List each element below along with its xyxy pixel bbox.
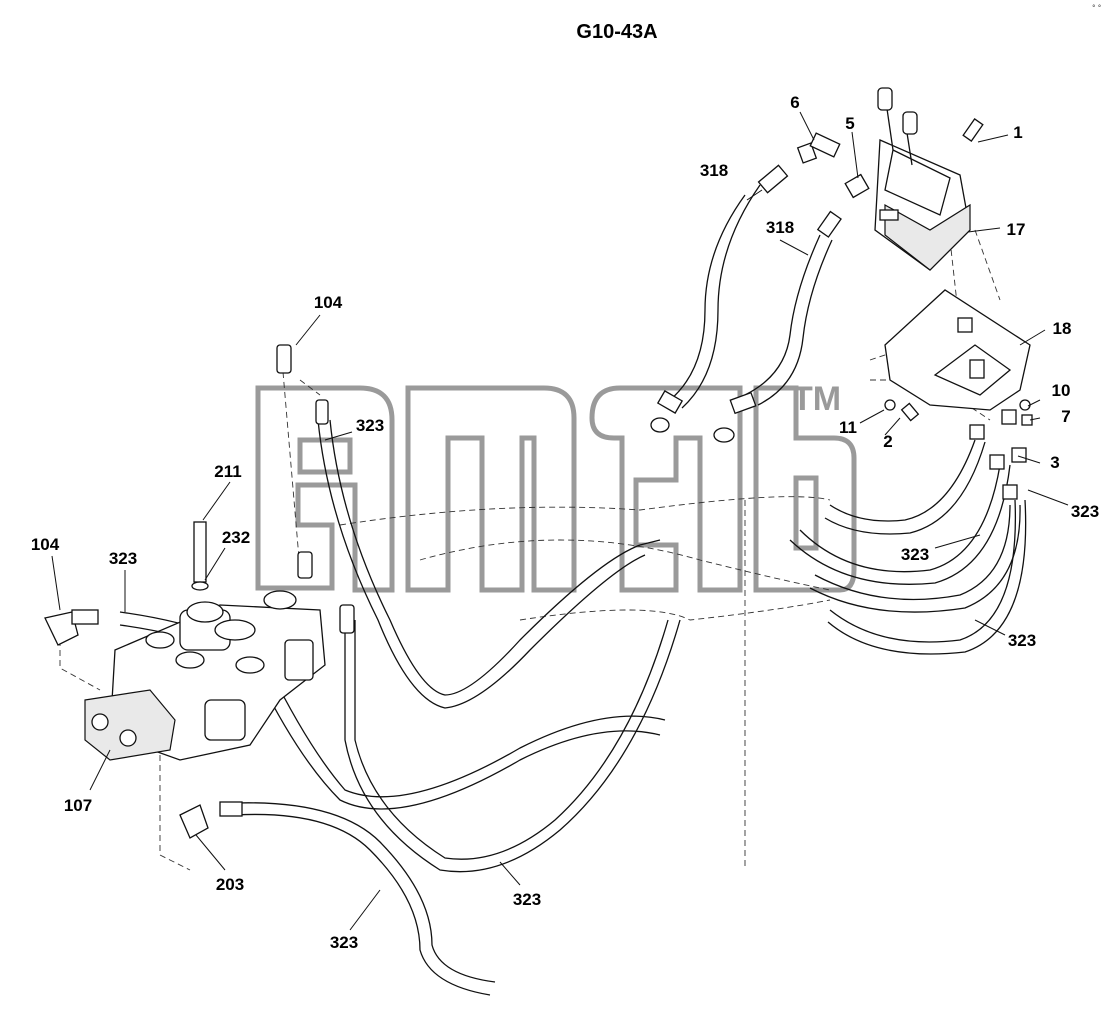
watermark-trademark: TM [792, 380, 841, 418]
fittings-lower [44, 344, 355, 839]
callout-labels: 1 6 5 318 318 17 18 10 7 3 11 2 323 323 … [31, 93, 1099, 952]
callout-107: 107 [64, 796, 92, 815]
callout-323-f: 323 [513, 890, 541, 909]
callout-5: 5 [845, 114, 854, 133]
callout-3: 3 [1050, 453, 1059, 472]
callout-323-c: 323 [1008, 631, 1036, 650]
fittings-upper [650, 118, 1033, 500]
callout-323-g: 323 [330, 933, 358, 952]
callout-7: 7 [1061, 407, 1070, 426]
callout-17: 17 [1007, 220, 1026, 239]
callout-323-e: 323 [109, 549, 137, 568]
callout-10: 10 [1052, 381, 1071, 400]
corner-mark: ° ° [1092, 4, 1101, 12]
callout-6: 6 [790, 93, 799, 112]
leader-lines [51, 111, 1069, 931]
callout-323-b: 323 [901, 545, 929, 564]
mounting-plate [884, 289, 1031, 411]
callout-1: 1 [1013, 123, 1022, 142]
pilot-control-valve [874, 87, 971, 271]
callout-318-upper: 318 [700, 161, 728, 180]
callout-318-lower: 318 [766, 218, 794, 237]
callout-104-left: 104 [31, 535, 60, 554]
callout-203: 203 [216, 875, 244, 894]
callout-18: 18 [1053, 319, 1072, 338]
callout-2: 2 [883, 432, 892, 451]
callout-104-upper: 104 [314, 293, 343, 312]
watermark-logo: TM [255, 380, 857, 593]
callout-323-a: 323 [1071, 502, 1099, 521]
callout-211: 211 [214, 462, 241, 481]
callout-232: 232 [222, 528, 250, 547]
control-valve-body [84, 590, 326, 761]
diagram-title: G10-43A [576, 21, 657, 43]
callout-323-d: 323 [356, 416, 384, 435]
callout-11: 11 [839, 418, 857, 437]
